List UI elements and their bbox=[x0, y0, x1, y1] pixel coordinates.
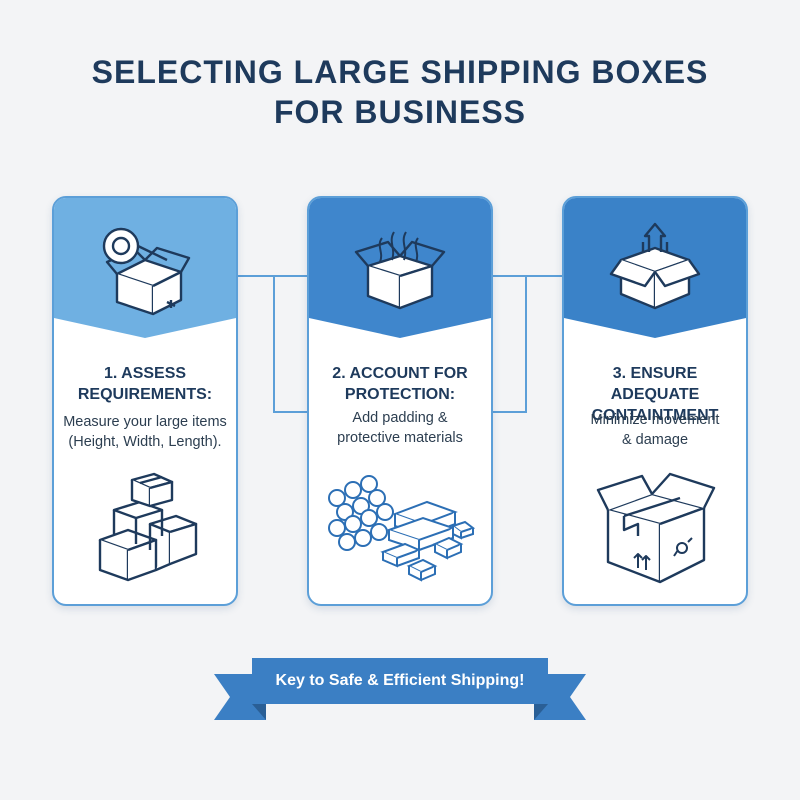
sealed-box-icon bbox=[596, 472, 716, 584]
padded-box-icon bbox=[354, 231, 446, 310]
ribbon-banner bbox=[214, 658, 586, 720]
connector-2-3-bottom bbox=[491, 276, 527, 413]
page-title: SELECTING LARGE SHIPPING BOXES FOR BUSIN… bbox=[0, 52, 800, 132]
step-1-description: Measure your large items (Height, Width,… bbox=[60, 412, 230, 452]
step-card-2: 2. ACCOUNT FOR PROTECTION: Add padding &… bbox=[307, 196, 493, 606]
stacked-boxes-icon bbox=[98, 472, 198, 582]
step-1-desc-line-1: Measure your large items bbox=[63, 414, 227, 430]
step-3-heading-line-1: 3. ENSURE ADEQUATE bbox=[610, 365, 700, 403]
step-2-heading: 2. ACCOUNT FOR PROTECTION: bbox=[315, 363, 485, 405]
step-card-2-header bbox=[309, 198, 491, 338]
step-3-desc-line-1: Minimize movement bbox=[590, 412, 720, 428]
step-3-heading-line-2: CONTAINTMENT bbox=[591, 407, 719, 424]
step-3-description: Minimize movement & damage bbox=[570, 410, 740, 450]
step-card-3-header bbox=[564, 198, 746, 338]
step-1-heading-line-2: REQUIREMENTS: bbox=[77, 386, 213, 403]
step-card-1-header bbox=[54, 198, 236, 338]
step-1-heading: 1. ASSESS REQUIREMENTS: bbox=[60, 363, 230, 405]
step-card-3: 3. ENSURE ADEQUATE CONTAINTMENT Minimize… bbox=[562, 196, 748, 606]
step-1-heading-line-1: 1. ASSESS bbox=[103, 365, 187, 382]
step-2-description: Add padding & protective materials bbox=[315, 408, 485, 448]
step-2-heading-line-2: PROTECTION: bbox=[344, 386, 456, 403]
step-2-desc-line-1: Add padding & bbox=[352, 410, 448, 426]
tape-box-icon bbox=[102, 227, 191, 316]
this-side-up-box-icon bbox=[609, 222, 701, 310]
connector-1-2-bottom bbox=[273, 276, 309, 413]
step-3-heading: 3. ENSURE ADEQUATE CONTAINTMENT bbox=[570, 363, 740, 426]
step-card-1: 1. ASSESS REQUIREMENTS: Measure your lar… bbox=[52, 196, 238, 606]
step-2-heading-line-1: 2. ACCOUNT FOR bbox=[332, 365, 468, 382]
title-line-1: SELECTING LARGE SHIPPING BOXES bbox=[91, 54, 709, 90]
step-2-desc-line-2: protective materials bbox=[337, 430, 463, 446]
title-line-2: FOR BUSINESS bbox=[273, 94, 527, 130]
bubble-wrap-foam-icon bbox=[328, 475, 476, 582]
step-1-desc-line-2: (Height, Width, Length). bbox=[68, 434, 222, 450]
banner-text: Key to Safe & Efficient Shipping! bbox=[275, 672, 525, 689]
step-3-desc-line-2: & damage bbox=[621, 432, 689, 448]
